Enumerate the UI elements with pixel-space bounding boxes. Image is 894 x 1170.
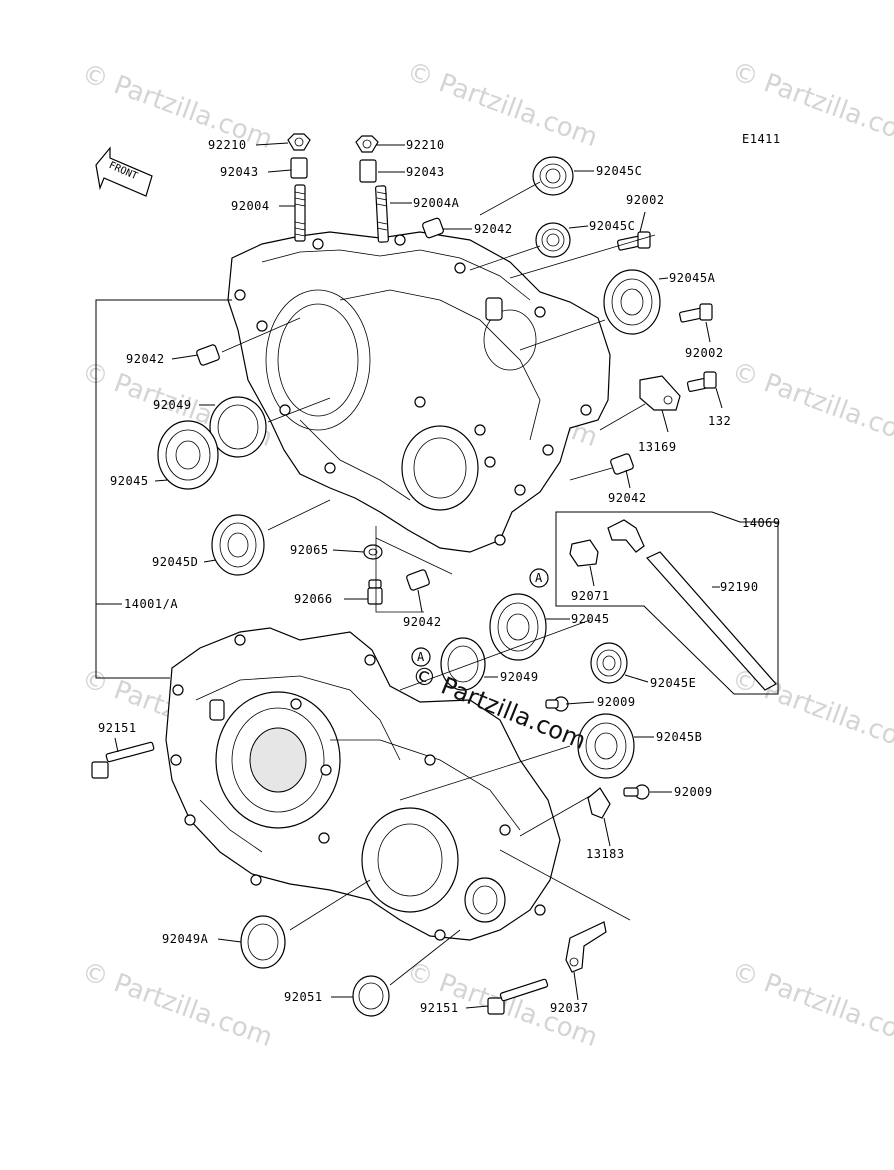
part-label: 92043 [406, 165, 445, 179]
part-label: 92042 [403, 615, 442, 629]
part-label: 92049A [162, 932, 209, 946]
part-label: 14069 [742, 516, 781, 530]
part-label: 13169 [638, 440, 677, 454]
dowel-pin-low [406, 569, 430, 591]
right-stud-assembly [355, 135, 389, 243]
plate-13183 [587, 787, 611, 819]
part-label: 92210 [406, 138, 445, 152]
watermark: © Partzilla.com [728, 356, 894, 453]
seal-92049A [240, 915, 286, 969]
part-label: 132 [708, 414, 731, 428]
bearing-92045D [211, 514, 265, 576]
bearing-92045A [603, 269, 661, 335]
part-label: 92045D [152, 555, 198, 569]
bearing-92045B [577, 713, 635, 779]
part-label: 92065 [290, 543, 329, 557]
bracket-92037 [565, 921, 607, 973]
part-label: 92049 [153, 398, 192, 412]
part-label: 92151 [420, 1001, 459, 1015]
part-label: 92004A [413, 196, 460, 210]
left-stud-assembly [287, 133, 311, 242]
part-label: 14001/A [124, 597, 178, 611]
watermark: © Partzilla.com [728, 663, 894, 760]
part-label: 92042 [126, 352, 165, 366]
callout-a-upper: A [535, 571, 543, 585]
bolt-92009-top [545, 696, 569, 712]
part-label: 92042 [608, 491, 647, 505]
leader-lines [95, 142, 779, 1009]
part-label: 92009 [674, 785, 713, 799]
bearing-92045E [590, 642, 628, 684]
plate-13169 [639, 375, 681, 411]
callout-a-lower: A [417, 650, 425, 664]
elbow-14069 [607, 519, 645, 553]
bearing-92045C-mid [535, 222, 571, 258]
part-label: 92037 [550, 1001, 589, 1015]
dowel-pin-right [610, 453, 634, 475]
bearing-92045-left [157, 420, 219, 490]
lower-crankcase-half [165, 627, 561, 941]
bolt-92151-left [91, 741, 155, 779]
part-label: 92045 [571, 612, 610, 626]
diagram-code: E1411 [742, 132, 781, 146]
bearing-92045-mid [489, 593, 547, 661]
callout-a-circle [529, 568, 549, 588]
washer-92065 [363, 544, 383, 560]
seal-92049-left [209, 396, 267, 458]
part-label: 92002 [626, 193, 665, 207]
bolt-92002-mid [678, 303, 713, 323]
part-label: 92051 [284, 990, 323, 1004]
watermark: © Partzilla.com [728, 956, 894, 1053]
part-label: 92043 [220, 165, 259, 179]
part-label: 92066 [294, 592, 333, 606]
part-label: 92045B [656, 730, 702, 744]
upper-crankcase-half [227, 231, 611, 553]
bolt-132 [686, 371, 717, 392]
bearing-92045C-top [532, 156, 574, 196]
part-label: 13183 [586, 847, 625, 861]
breather-92071 [569, 539, 599, 567]
dowel-pin-top [422, 217, 444, 239]
part-label: 92045C [589, 219, 635, 233]
bolt-92002-top [616, 231, 651, 251]
part-label: 92049 [500, 670, 539, 684]
part-label: 92210 [208, 138, 247, 152]
part-label: 92045A [669, 271, 716, 285]
part-label: 92151 [98, 721, 137, 735]
hose-92190 [646, 551, 777, 691]
part-label: 92045C [596, 164, 642, 178]
part-label: 92045 [110, 474, 149, 488]
callout-a-circle [411, 647, 431, 667]
part-label: 92009 [597, 695, 636, 709]
part-label: 92004 [231, 199, 270, 213]
part-label: 92071 [571, 589, 610, 603]
plug-92066 [367, 579, 383, 605]
seal-92051 [352, 975, 390, 1017]
bolt-92009-low [623, 784, 650, 800]
part-label: 92190 [720, 580, 759, 594]
part-label: 92002 [685, 346, 724, 360]
seal-92049-mid [440, 637, 486, 691]
part-label: 92045E [650, 676, 696, 690]
dowel-pin-left [196, 344, 220, 366]
watermark: © Partzilla.com [78, 956, 277, 1053]
front-arrow-icon: FRONT [95, 146, 153, 197]
part-labels: 92210 92210 92043 92043 92004 92004A 920… [98, 138, 781, 1015]
part-label: 92042 [474, 222, 513, 236]
